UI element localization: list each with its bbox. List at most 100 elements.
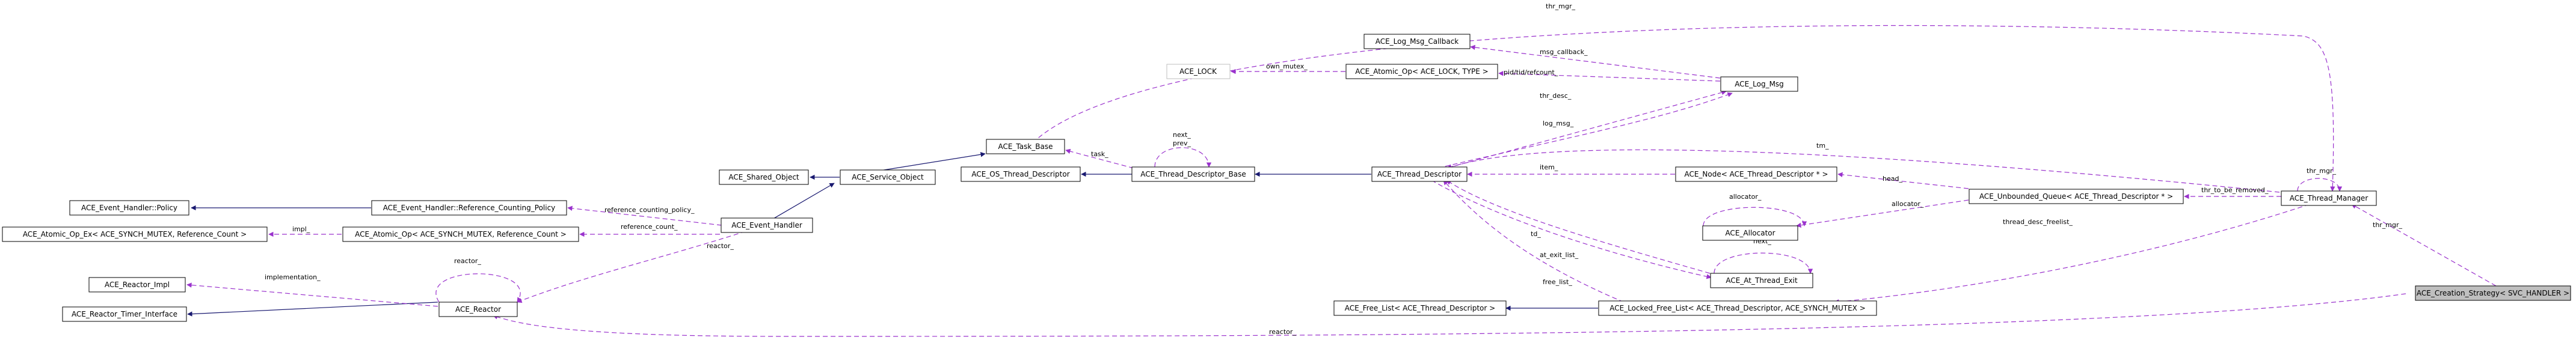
label-reactor-self: reactor_ — [454, 257, 481, 265]
edge-pid-refcount — [1498, 71, 1721, 82]
label-reference-count: reference_count_ — [621, 223, 678, 231]
edge-free-list — [1443, 180, 1625, 303]
node-service-object-label: ACE_Service_Object — [852, 173, 924, 181]
label-allocator-self: allocator_ — [1729, 193, 1762, 201]
label-impl: impl_ — [292, 225, 310, 233]
node-atomic-op-lock[interactable]: ACE_Atomic_Op< ACE_LOCK, TYPE > — [1345, 64, 1498, 79]
label-prev: prev_ — [1173, 139, 1191, 147]
node-task-base-label: ACE_Task_Base — [998, 142, 1053, 151]
node-ace-node[interactable]: ACE_Node< ACE_Thread_Descriptor * > — [1675, 166, 1837, 182]
edge-tm — [1446, 149, 2280, 193]
node-thread-descriptor-base-label: ACE_Thread_Descriptor_Base — [1140, 170, 1246, 178]
label-thr-mgr-top: thr_mgr_ — [1546, 2, 1576, 10]
label-ref-counting-policy: reference_counting_policy_ — [604, 206, 695, 214]
node-shared-object[interactable]: ACE_Shared_Object — [719, 169, 809, 185]
node-free-list[interactable]: ACE_Free_List< ACE_Thread_Descriptor > — [1333, 300, 1507, 316]
node-unbounded-queue[interactable]: ACE_Unbounded_Queue< ACE_Thread_Descript… — [1969, 189, 2184, 204]
edge-reactor-self — [435, 273, 522, 303]
edge-td — [1446, 180, 1711, 274]
label-thread-desc-freelist: thread_desc_freelist_ — [2003, 218, 2073, 226]
node-locked-free-list-label: ACE_Locked_Free_List< ACE_Thread_Descrip… — [1609, 304, 1866, 312]
node-ace-node-label: ACE_Node< ACE_Thread_Descriptor * > — [1684, 170, 1828, 178]
edge-thread-desc-freelist — [1834, 204, 2310, 305]
node-allocator[interactable]: ACE_Allocator — [1702, 225, 1798, 241]
edge-next-prev — [1154, 147, 1212, 168]
label-free-list: free_list_ — [1543, 278, 1572, 286]
label-allocator: allocator_ — [1892, 200, 1924, 208]
edge-allocator — [1796, 199, 1969, 228]
edge-ref-counting-policy — [567, 205, 722, 226]
edge-msg-callback — [1470, 44, 1721, 79]
node-task-base[interactable]: ACE_Task_Base — [986, 139, 1065, 154]
label-msg-callback: msg_callback_ — [1540, 48, 1588, 56]
node-reactor-label: ACE_Reactor — [455, 305, 501, 314]
label-next: next_ — [1173, 131, 1191, 139]
node-at-thread-exit[interactable]: ACE_At_Thread_Exit — [1710, 273, 1813, 288]
node-at-thread-exit-label: ACE_At_Thread_Exit — [1726, 276, 1798, 285]
node-creation-strategy-label: ACE_Creation_Strategy< SVC_HANDLER > — [2417, 289, 2569, 297]
label-item: item_ — [1540, 163, 1558, 171]
edge-thr-desc — [1446, 90, 1727, 169]
node-atomic-op-mutex-label: ACE_Atomic_Op< ACE_SYNCH_MUTEX, Referenc… — [355, 230, 567, 238]
node-reactor-impl[interactable]: ACE_Reactor_Impl — [88, 277, 186, 293]
edge-log-msg — [1437, 92, 1733, 169]
node-event-handler-policy-label: ACE_Event_Handler::Policy — [81, 204, 177, 212]
node-os-thread-descriptor-label: ACE_OS_Thread_Descriptor — [971, 170, 1069, 178]
node-atomic-op-lock-label: ACE_Atomic_Op< ACE_LOCK, TYPE > — [1355, 67, 1488, 76]
label-thr-desc: thr_desc_ — [1540, 92, 1572, 100]
node-shared-object-label: ACE_Shared_Object — [728, 173, 799, 181]
node-log-msg[interactable]: ACE_Log_Msg — [1720, 76, 1798, 92]
label-td: td_ — [1531, 230, 1541, 238]
node-reactor[interactable]: ACE_Reactor — [438, 302, 518, 317]
node-ref-counting-policy[interactable]: ACE_Event_Handler::Reference_Counting_Po… — [371, 200, 567, 216]
inherit-timer-to-reactor — [187, 302, 438, 317]
node-free-list-label: ACE_Free_List< ACE_Thread_Descriptor > — [1345, 304, 1495, 312]
node-log-msg-callback-label: ACE_Log_Msg_Callback — [1376, 37, 1459, 46]
node-thread-descriptor-base[interactable]: ACE_Thread_Descriptor_Base — [1131, 166, 1255, 182]
label-thr-mgr-self: thr_mgr_ — [2307, 167, 2337, 175]
edge-reactor-bottom — [493, 293, 2406, 337]
node-ref-counting-policy-label: ACE_Event_Handler::Reference_Counting_Po… — [383, 204, 556, 212]
node-atomic-op-ex[interactable]: ACE_Atomic_Op_Ex< ACE_SYNCH_MUTEX, Refer… — [2, 226, 268, 242]
node-event-handler[interactable]: ACE_Event_Handler — [721, 217, 813, 233]
node-ace-lock[interactable]: ACE_LOCK — [1166, 64, 1231, 79]
label-own-mutex: own_mutex_ — [1266, 62, 1308, 70]
label-implementation: implementation_ — [265, 273, 321, 281]
node-os-thread-descriptor[interactable]: ACE_OS_Thread_Descriptor — [961, 166, 1081, 182]
edge-thr-mgr-self — [2297, 178, 2343, 192]
node-thread-descriptor[interactable]: ACE_Thread_Descriptor — [1371, 166, 1468, 182]
label-thr-mgr-creation: thr_mgr_ — [2373, 221, 2403, 229]
label-tm: tm_ — [1816, 142, 1829, 150]
node-thread-descriptor-label: ACE_Thread_Descriptor — [1377, 170, 1462, 178]
label-task: task_ — [1091, 150, 1108, 158]
node-reactor-timer-interface-label: ACE_Reactor_Timer_Interface — [72, 310, 177, 318]
node-locked-free-list[interactable]: ACE_Locked_Free_List< ACE_Thread_Descrip… — [1598, 300, 1877, 316]
label-thr-to-be-removed: thr_to_be_removed_ — [2201, 186, 2269, 194]
node-reactor-timer-interface[interactable]: ACE_Reactor_Timer_Interface — [62, 306, 187, 322]
edge-thr-mgr-creation — [2351, 204, 2497, 287]
edge-reactor-eh — [517, 231, 746, 303]
node-atomic-op-ex-label: ACE_Atomic_Op_Ex< ACE_SYNCH_MUTEX, Refer… — [23, 230, 247, 238]
node-thread-manager[interactable]: ACE_Thread_Manager — [2281, 190, 2377, 206]
node-event-handler-policy[interactable]: ACE_Event_Handler::Policy — [69, 200, 189, 216]
label-log-msg: log_msg_ — [1543, 120, 1574, 127]
node-atomic-op-mutex[interactable]: ACE_Atomic_Op< ACE_SYNCH_MUTEX, Referenc… — [342, 226, 579, 242]
node-unbounded-queue-label: ACE_Unbounded_Queue< ACE_Thread_Descript… — [1979, 192, 2173, 201]
edge-implementation — [186, 282, 438, 307]
label-head: head_ — [1883, 175, 1902, 183]
label-at-exit-list: at_exit_list_ — [1540, 251, 1579, 259]
edge-task — [1065, 148, 1134, 169]
node-creation-strategy[interactable]: ACE_Creation_Strategy< SVC_HANDLER > — [2415, 285, 2571, 301]
label-reactor-eh: reactor_ — [707, 242, 734, 250]
node-allocator-label: ACE_Allocator — [1725, 229, 1775, 237]
node-reactor-impl-label: ACE_Reactor_Impl — [105, 281, 170, 289]
node-event-handler-label: ACE_Event_Handler — [731, 221, 802, 229]
node-log-msg-callback[interactable]: ACE_Log_Msg_Callback — [1363, 34, 1471, 49]
edge-next-self — [1714, 252, 1813, 274]
node-thread-manager-label: ACE_Thread_Manager — [2290, 194, 2369, 202]
edge-at-exit-list — [1431, 180, 1712, 279]
inherit-service-to-task — [876, 152, 986, 172]
label-pid-refcount: pid/tid/refcount_ — [1504, 68, 1558, 76]
node-service-object[interactable]: ACE_Service_Object — [840, 169, 936, 185]
